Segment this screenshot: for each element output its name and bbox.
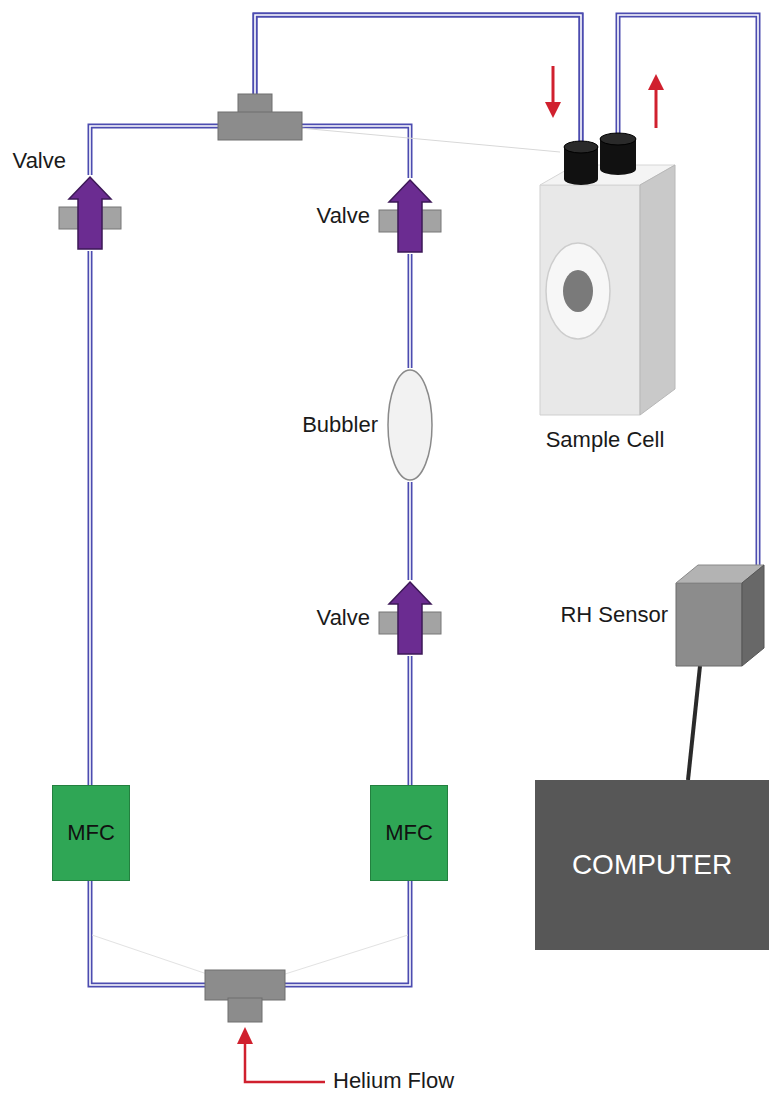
guide-line xyxy=(92,935,210,975)
part-label: Bubbler xyxy=(302,413,378,437)
valve: Valve xyxy=(378,580,442,656)
bubbler: Bubbler xyxy=(386,368,434,482)
computer-box: COMPUTER xyxy=(535,780,769,950)
valve: Valve xyxy=(58,175,122,251)
mass-flow-controller: MFC xyxy=(370,785,448,881)
guide-line xyxy=(282,935,408,975)
text-holder: MFC xyxy=(371,786,447,880)
gas-line xyxy=(90,15,581,175)
flow-arrow xyxy=(648,74,664,128)
gas-line xyxy=(90,881,410,985)
part-label: Valve xyxy=(317,606,370,630)
part-label: Sample Cell xyxy=(546,428,665,452)
part-label: RH Sensor xyxy=(560,603,668,627)
gas-line xyxy=(410,656,411,785)
text-holder: COMPUTER xyxy=(536,781,768,949)
box-label: COMPUTER xyxy=(572,850,732,881)
signal-cable xyxy=(688,666,700,780)
text-holder: MFC xyxy=(53,786,129,880)
rh-sensor: RH Sensor xyxy=(676,563,764,668)
sample-cell: Sample Cell xyxy=(540,131,680,416)
gas-line xyxy=(90,251,91,785)
box-label: MFC xyxy=(67,821,115,845)
gas-line xyxy=(410,254,411,368)
part-label: Valve xyxy=(317,204,370,228)
tee-fitting xyxy=(218,94,302,140)
flow-arrow xyxy=(545,66,561,118)
helium-inlet-arrow xyxy=(237,1027,325,1082)
part-label: Valve xyxy=(13,149,66,173)
valve: Valve xyxy=(378,178,442,254)
guide-line xyxy=(300,128,560,152)
gas-line xyxy=(410,482,411,580)
inlet-label: Helium Flow xyxy=(333,1069,454,1093)
gas-line xyxy=(255,15,581,178)
tee-fitting xyxy=(205,970,285,1022)
box-label: MFC xyxy=(385,821,433,845)
mass-flow-controller: MFC xyxy=(52,785,130,881)
